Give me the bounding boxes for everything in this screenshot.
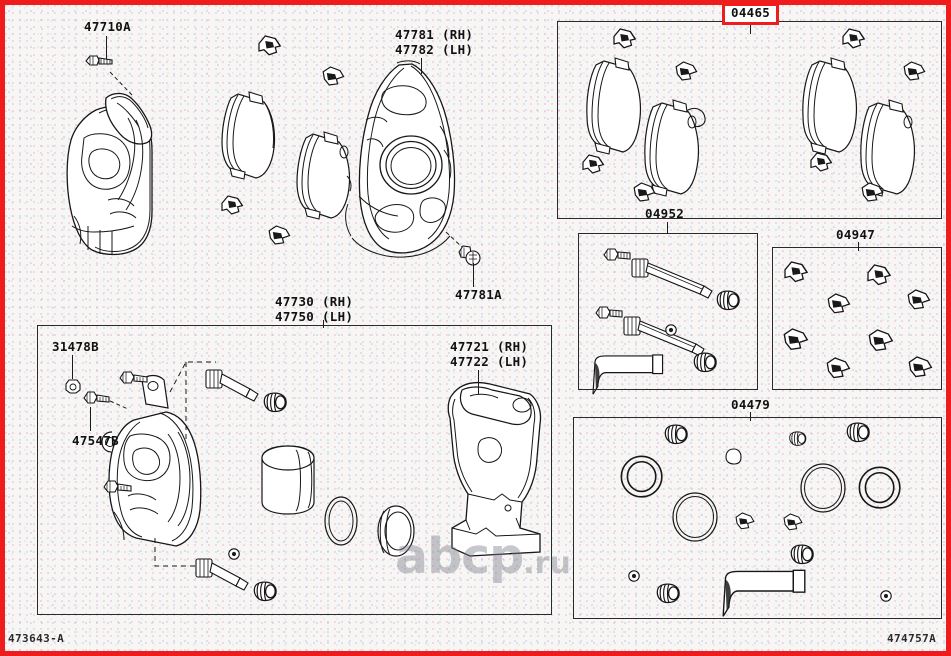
group-box-04479 bbox=[573, 417, 942, 619]
label-47710A: 47710A bbox=[84, 19, 131, 34]
label-31478B: 31478B bbox=[52, 339, 99, 354]
leader-31478B bbox=[72, 355, 73, 379]
label-04465-highlighted[interactable]: 04465 bbox=[722, 3, 780, 25]
group-box-47730 bbox=[37, 325, 552, 615]
caliper-detail-drawing bbox=[65, 361, 542, 602]
leader-04952 bbox=[667, 222, 668, 234]
site-watermark: abcp.ru bbox=[395, 528, 571, 585]
pad-clip-1 bbox=[258, 35, 281, 56]
overhaul-kit-contents bbox=[620, 422, 901, 617]
dust-cover-bolt-drawing bbox=[458, 245, 481, 266]
label-04952: 04952 bbox=[645, 206, 685, 221]
leader-47547B bbox=[90, 407, 91, 431]
group-box-04947 bbox=[772, 247, 942, 390]
brake-pad-drawing-b bbox=[296, 131, 352, 220]
leader-04465 bbox=[750, 22, 751, 34]
pad-clip-3 bbox=[221, 195, 243, 215]
label-47781-47782: 47781 (RH) 47782 (LH) bbox=[395, 27, 474, 57]
leader-47781A bbox=[473, 263, 474, 287]
label-47730-47750: 47730 (RH) 47750 (LH) bbox=[275, 294, 354, 324]
pad-clip-2 bbox=[322, 66, 345, 86]
brake-pad-drawing-a bbox=[221, 91, 276, 180]
label-47781A: 47781A bbox=[455, 287, 502, 302]
label-47547B: 47547B bbox=[72, 433, 119, 448]
leader-47710A bbox=[106, 36, 107, 59]
dust-cover-drawing bbox=[345, 60, 456, 258]
leader-47730 bbox=[323, 320, 324, 328]
leader-04947 bbox=[858, 242, 859, 251]
pad-kit-contents bbox=[582, 28, 926, 202]
slide-pin-kit-contents bbox=[592, 248, 740, 395]
leader-47721 bbox=[478, 370, 479, 394]
label-47721-47722: 47721 (RH) 47722 (LH) bbox=[450, 339, 529, 369]
corner-code-bottom-left: 473643-A bbox=[8, 632, 65, 645]
group-box-04465 bbox=[557, 21, 942, 219]
watermark-suffix: .ru bbox=[523, 546, 571, 581]
leader-47781 bbox=[421, 58, 422, 74]
group-box-04952 bbox=[578, 233, 758, 390]
corner-code-bottom-right: 474757A bbox=[887, 632, 937, 645]
label-04947: 04947 bbox=[836, 227, 876, 242]
pad-clip-4 bbox=[268, 225, 291, 245]
leader-04479 bbox=[750, 412, 751, 421]
watermark-text: abcp bbox=[395, 528, 524, 585]
caliper-body-drawing bbox=[66, 55, 153, 256]
label-04479: 04479 bbox=[731, 397, 771, 412]
